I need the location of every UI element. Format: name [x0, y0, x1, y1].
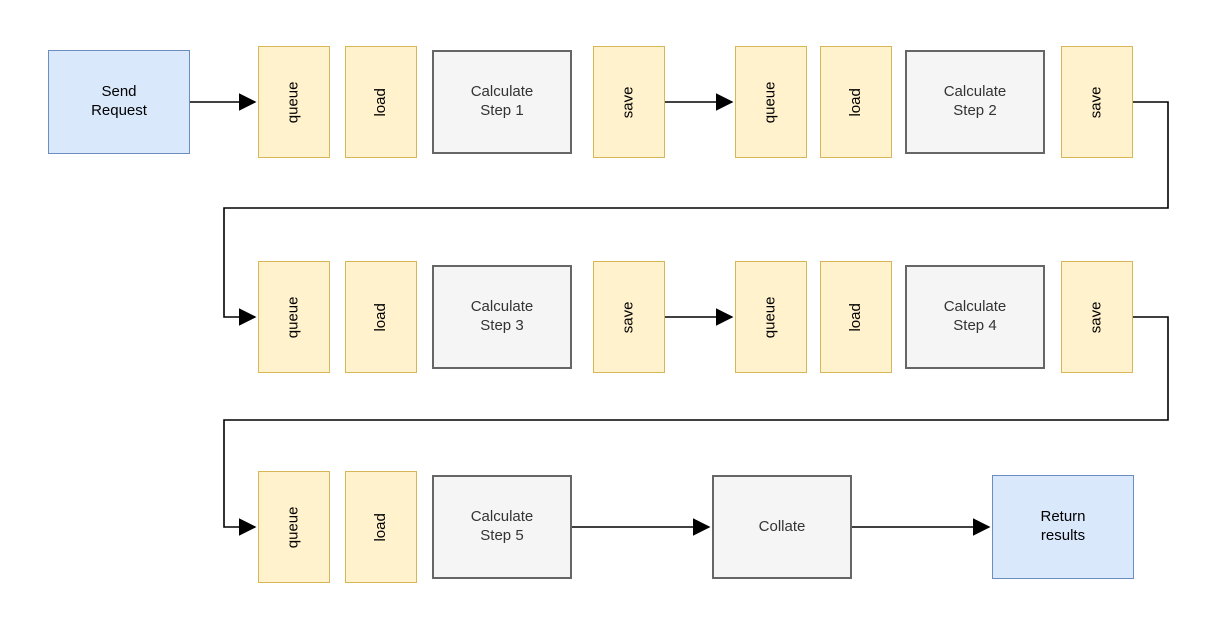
node-calculate-step-1: Calculate Step 1 [432, 50, 572, 154]
node-save-3: save [593, 261, 665, 373]
node-calculate-step-2-label: Calculate Step 2 [943, 83, 1007, 119]
node-save-1-label: save [619, 86, 637, 118]
node-queue-5: queue [258, 471, 330, 583]
node-queue-4: queue [735, 261, 807, 373]
node-send-request: Send Request [48, 50, 190, 154]
edge-save2-to-queue3 [223, 101, 1169, 326]
node-load-5: load [345, 471, 417, 583]
node-load-3: load [345, 261, 417, 373]
node-save-2-label: save [1087, 86, 1105, 118]
node-save-4: save [1061, 261, 1133, 373]
node-queue-4-label: queue [761, 296, 779, 338]
node-load-4: load [820, 261, 892, 373]
node-send-request-label: Send Request [91, 83, 147, 119]
node-load-2: load [820, 46, 892, 158]
node-queue-5-label: queue [284, 506, 302, 548]
node-calculate-step-2: Calculate Step 2 [905, 50, 1045, 154]
node-calculate-step-3-label: Calculate Step 3 [470, 298, 534, 334]
node-calculate-step-5-label: Calculate Step 5 [470, 508, 534, 544]
node-return-results-label: Return results [1040, 508, 1086, 544]
node-return-results: Return results [992, 475, 1134, 579]
node-load-2-label: load [846, 87, 864, 117]
node-load-3-label: load [371, 302, 389, 332]
node-save-4-label: save [1087, 301, 1105, 333]
node-load-4-label: load [846, 302, 864, 332]
node-collate-label: Collate [758, 517, 806, 535]
node-queue-3: queue [258, 261, 330, 373]
node-queue-2-label: queue [761, 81, 779, 123]
node-save-3-label: save [619, 301, 637, 333]
node-load-1-label: load [371, 87, 389, 117]
node-save-2: save [1061, 46, 1133, 158]
node-save-1: save [593, 46, 665, 158]
node-queue-1: queue [258, 46, 330, 158]
node-load-1: load [345, 46, 417, 158]
node-calculate-step-4: Calculate Step 4 [905, 265, 1045, 369]
node-collate: Collate [712, 475, 852, 579]
node-calculate-step-5: Calculate Step 5 [432, 475, 572, 579]
node-calculate-step-3: Calculate Step 3 [432, 265, 572, 369]
node-calculate-step-1-label: Calculate Step 1 [470, 83, 534, 119]
node-queue-1-label: queue [284, 81, 302, 123]
node-calculate-step-4-label: Calculate Step 4 [943, 298, 1007, 334]
node-load-5-label: load [371, 512, 389, 542]
node-queue-2: queue [735, 46, 807, 158]
node-queue-3-label: queue [284, 296, 302, 338]
edge-save4-to-queue5 [223, 316, 1169, 536]
